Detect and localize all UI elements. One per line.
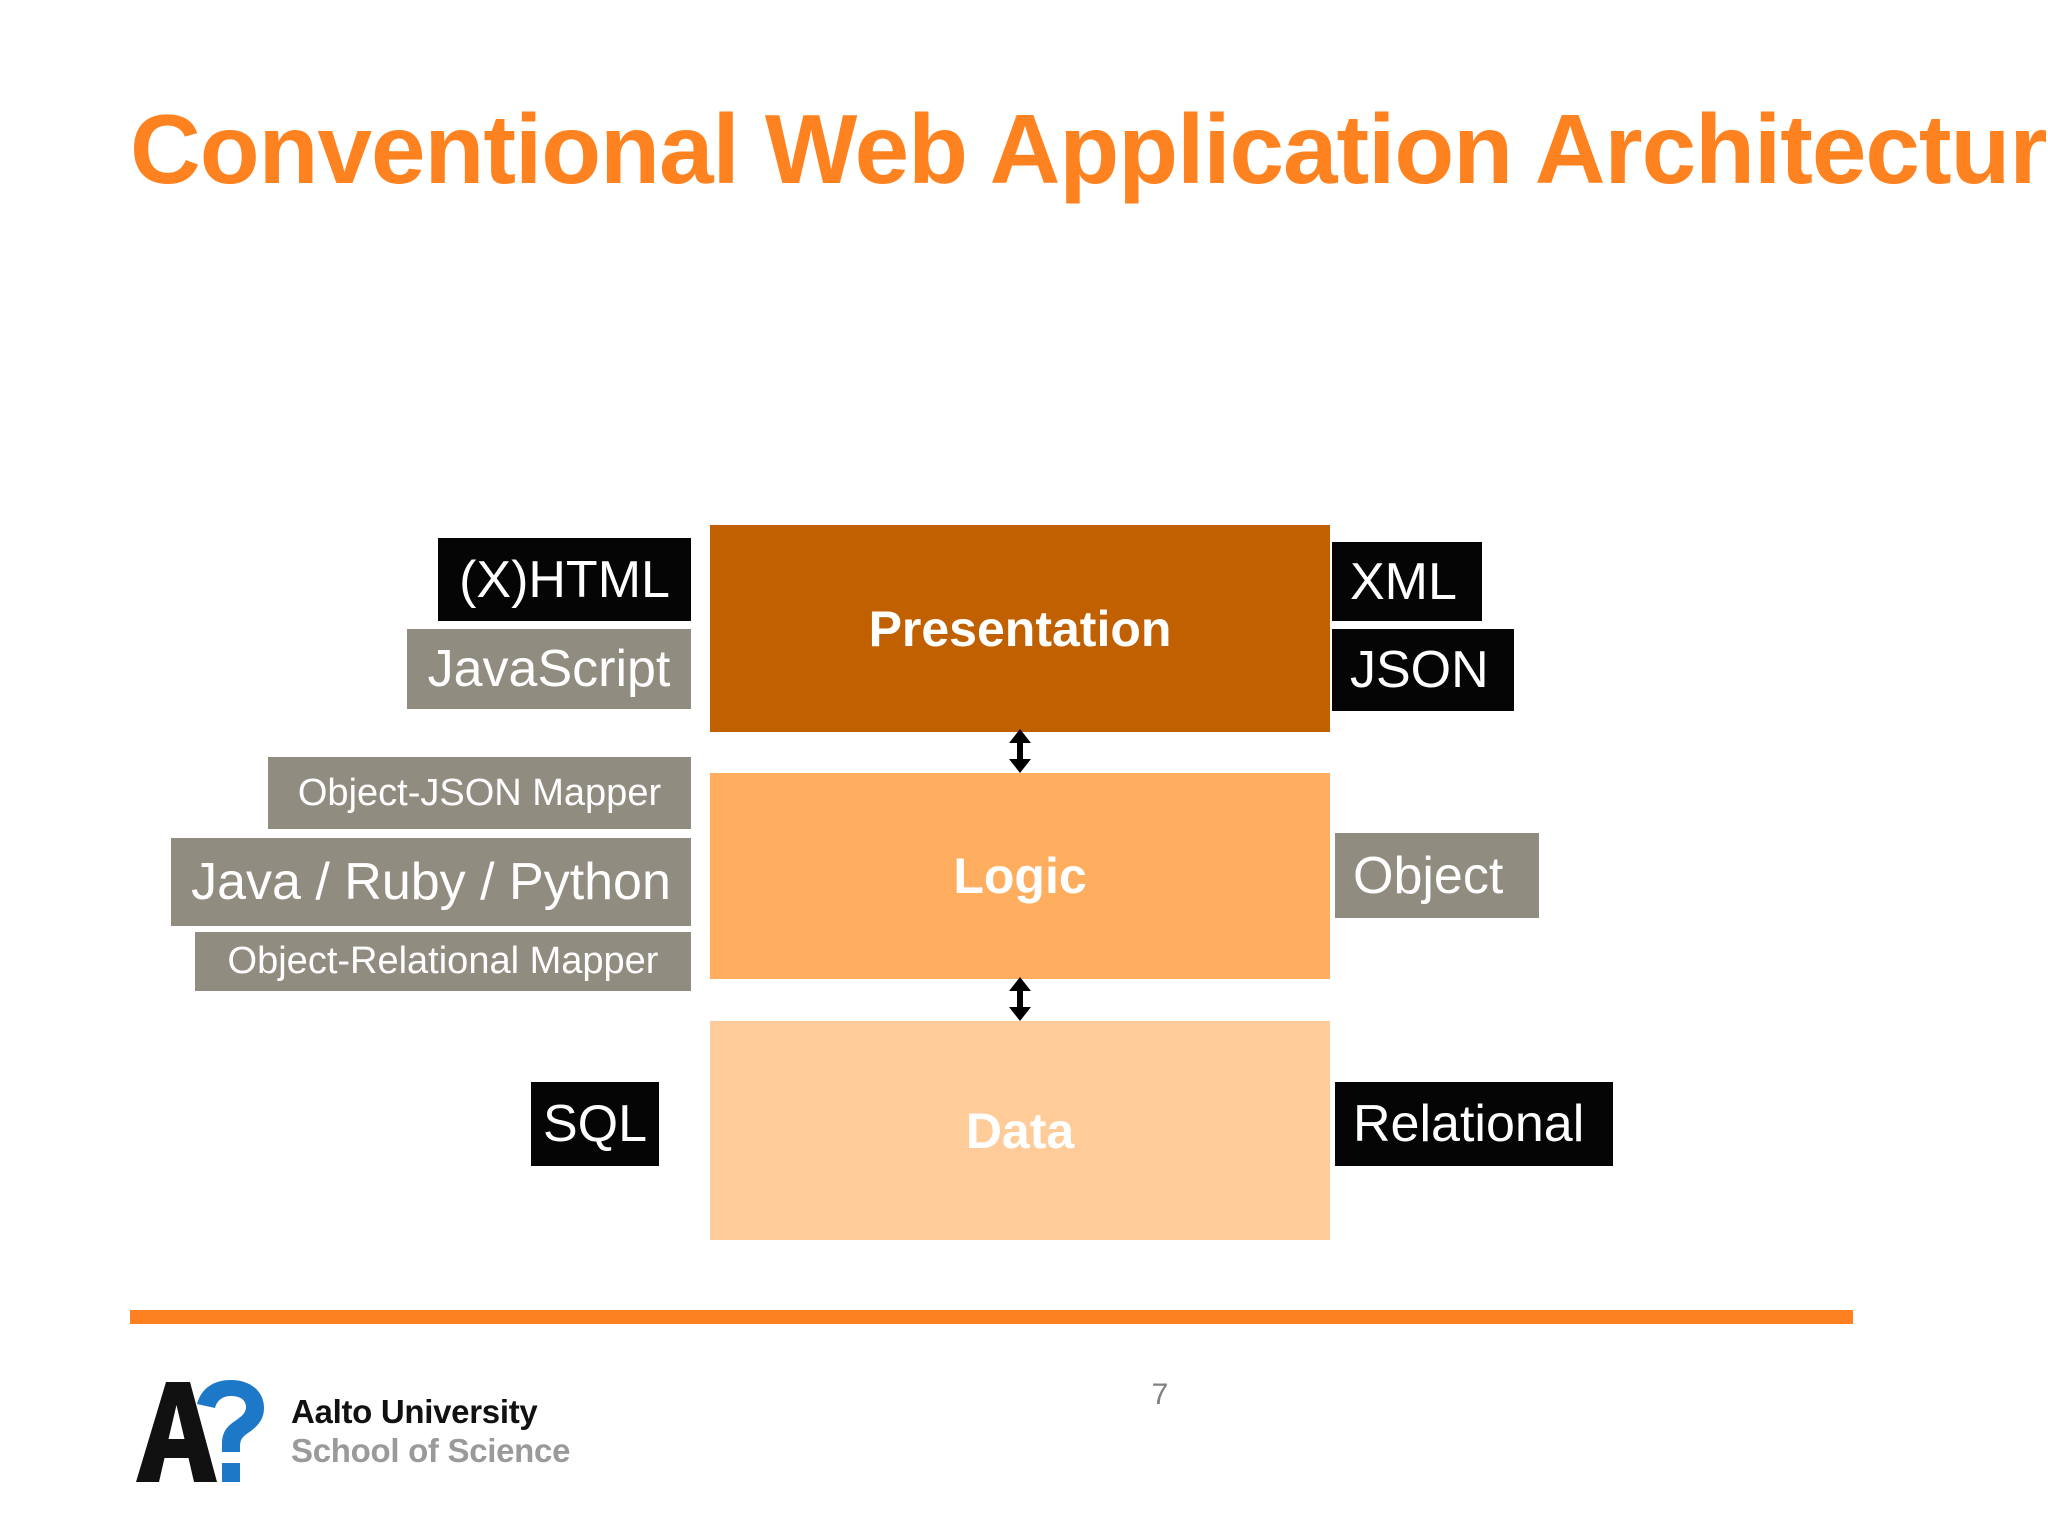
aalto-a-question-mark-icon xyxy=(136,1380,264,1482)
aalto-logo: Aalto University School of Science xyxy=(133,1378,570,1486)
format-label-text: XML xyxy=(1350,552,1457,611)
tier-box-presentation[interactable]: Presentation xyxy=(710,525,1330,732)
tech-label-sql[interactable]: SQL xyxy=(531,1082,659,1166)
format-label-text: Object xyxy=(1353,846,1504,905)
format-label-json[interactable]: JSON xyxy=(1332,629,1514,711)
format-label-relational[interactable]: Relational xyxy=(1335,1082,1613,1166)
page-number: 7 xyxy=(1151,1378,1169,1411)
tier-box-data[interactable]: Data xyxy=(710,1021,1330,1240)
tier-label-data: Data xyxy=(965,1102,1075,1159)
format-label-xml[interactable]: XML xyxy=(1332,542,1482,621)
footer-divider xyxy=(130,1310,1853,1324)
tech-label-text: SQL xyxy=(542,1095,648,1153)
aalto-unit: School of Science xyxy=(291,1432,571,1469)
tech-label-javascript[interactable]: JavaScript xyxy=(407,629,691,709)
double-arrow-icon-logic-data xyxy=(1000,977,1040,1021)
format-label-text: Relational xyxy=(1353,1095,1585,1153)
tech-label-object-relational-mapper[interactable]: Object-Relational Mapper xyxy=(195,932,691,991)
tech-label-text: Object-JSON Mapper xyxy=(297,771,662,814)
format-label-text: JSON xyxy=(1350,641,1489,699)
tier-label-logic: Logic xyxy=(953,848,1087,904)
aalto-wordmark: Aalto University School of Science xyxy=(291,1393,570,1471)
tech-label-object-json-mapper[interactable]: Object-JSON Mapper xyxy=(268,757,691,829)
double-arrow-icon-presentation-logic xyxy=(1000,729,1040,773)
tech-label-java-ruby-python[interactable]: Java / Ruby / Python xyxy=(171,838,691,926)
page-title: Conventional Web Application Architectur… xyxy=(130,94,2048,204)
tech-label-xhtml[interactable]: (X)HTML xyxy=(438,538,691,621)
tech-label-text: JavaScript xyxy=(427,640,671,698)
tech-label-text: Object-Relational Mapper xyxy=(227,940,659,982)
aalto-organization: Aalto University xyxy=(291,1393,538,1431)
tier-box-logic[interactable]: Logic xyxy=(710,773,1330,979)
tech-label-text: Java / Ruby / Python xyxy=(191,853,671,911)
tier-label-presentation: Presentation xyxy=(868,600,1172,657)
tech-label-text: (X)HTML xyxy=(459,550,670,609)
format-label-object[interactable]: Object xyxy=(1335,833,1539,918)
